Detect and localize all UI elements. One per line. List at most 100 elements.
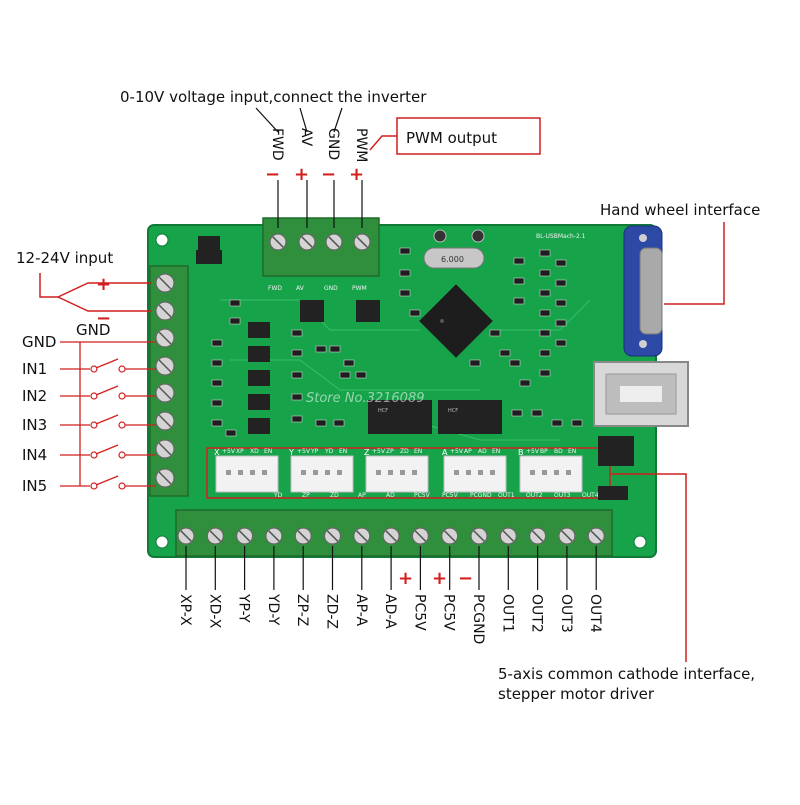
power-plus-sign: + [96, 274, 111, 295]
axis-header[interactable] [365, 455, 429, 493]
board-silk-label: OUT3 [554, 492, 571, 499]
input-label-in1: IN1 [22, 360, 47, 378]
axis-header-letter: X [214, 448, 220, 457]
header-pin-silk: YD [324, 448, 334, 455]
header-pin-silk: XD [250, 448, 259, 455]
axis-header[interactable] [290, 455, 354, 493]
bottom-pin-label: XP-X [177, 594, 193, 626]
voltage-input-callout: 0-10V voltage input,connect the inverter [120, 88, 427, 106]
crystal-label: 6.000 [441, 255, 464, 264]
mount-hole [633, 535, 647, 549]
top-pin-sign: + [294, 164, 309, 185]
hand-wheel-leader [664, 222, 725, 305]
header-pin-silk: AD [478, 448, 487, 455]
pcb-trace [500, 299, 591, 331]
board-silk-label: YD [273, 492, 283, 499]
input-switch [95, 385, 119, 396]
axis-header-letter: Y [288, 448, 294, 457]
pwm-leader [369, 135, 397, 151]
axis-interface-frame [206, 447, 611, 499]
svg-text:HCF: HCF [378, 408, 388, 414]
header-pin-silk: ZP [386, 448, 394, 455]
axis-callout-line2: stepper motor driver [498, 685, 655, 703]
power-plus-leader [57, 282, 152, 298]
bottom-pin-label: AD-A [382, 594, 398, 629]
mount-hole [155, 535, 169, 549]
bottom-pin-label: OUT2 [529, 594, 545, 633]
usb-port [593, 361, 689, 427]
header-pin-silk: XP [236, 448, 244, 455]
power-leader [39, 273, 58, 298]
pc5v-sign: + [432, 568, 447, 589]
pcgnd-sign: − [458, 568, 473, 589]
input-label-gnd: GND [22, 333, 56, 351]
bottom-pin-label: OUT1 [499, 594, 515, 633]
top-pin-label: PWM [353, 128, 369, 162]
board-silk-label: AP [358, 492, 366, 499]
axis-header-letter: B [518, 448, 524, 457]
vga-connector [623, 225, 663, 357]
bottom-pin-label: XD-X [206, 594, 222, 629]
header-pin-silk: BP [540, 448, 548, 455]
header-pin-silk: EN [568, 448, 576, 455]
board-silk-label: PCGND [470, 492, 492, 499]
svg-text:HCF: HCF [448, 408, 458, 414]
input-label-in4: IN4 [22, 446, 47, 464]
power-minus-sign: − [96, 308, 111, 329]
board-silk-label: PC5V [442, 492, 459, 499]
bottom-pin-label: OUT4 [587, 594, 603, 633]
top-pin-label: GND [325, 128, 341, 160]
top-pin-sign: + [349, 164, 364, 185]
board-silk-label: PWM [352, 285, 367, 292]
leader-line [299, 107, 308, 133]
bottom-pin-label: YP-Y [236, 593, 252, 623]
power-gnd-callout: GND [76, 321, 110, 339]
header-pin-silk: +5V [372, 448, 386, 455]
axis-interface-leader [610, 473, 687, 662]
board-silk-label: PC5V [414, 492, 431, 499]
bottom-pin-label: YD-Y [265, 593, 281, 626]
axis-header[interactable] [519, 455, 583, 493]
header-pin-silk: ZD [400, 448, 409, 455]
input-switch [95, 444, 119, 455]
smd-components [211, 229, 583, 437]
header-pin-silk: AP [464, 448, 472, 455]
header-pin-silk: EN [414, 448, 422, 455]
axis-header-letter: A [442, 448, 448, 457]
top-pin-sign: − [265, 164, 280, 185]
input-label-in5: IN5 [22, 477, 47, 495]
hand-wheel-callout: Hand wheel interface [600, 201, 760, 219]
header-pin-silk: +5V [222, 448, 236, 455]
header-pin-silk: +5V [297, 448, 311, 455]
mcu-chip [419, 284, 493, 358]
power-minus-leader [57, 296, 152, 312]
crystal-oscillator: 6.000 [423, 247, 485, 269]
input-label-in3: IN3 [22, 416, 47, 434]
leader-line [333, 107, 343, 133]
bottom-terminal-block [175, 509, 613, 557]
board-silk-label: ZD [330, 492, 339, 499]
axis-callout-line1: 5-axis common cathode interface, [498, 665, 755, 683]
driver-ics: HCF HCF [368, 400, 502, 434]
bottom-pin-label: PCGND [470, 594, 486, 644]
input-switch [95, 414, 119, 425]
axis-header[interactable] [215, 455, 279, 493]
smd-diode [598, 486, 628, 500]
board-silk-label: OUT4 [582, 492, 599, 499]
header-pin-silk: EN [492, 448, 500, 455]
input-label-in2: IN2 [22, 387, 47, 405]
board-silk-label: FWD [268, 285, 282, 292]
bottom-pin-label: PC5V [411, 594, 427, 631]
pc5v-sign: + [398, 568, 413, 589]
board-silk-label: AV [296, 285, 305, 292]
header-pin-silk: +5V [526, 448, 540, 455]
header-pin-silk: YP [310, 448, 319, 455]
top-pin-sign: − [321, 164, 336, 185]
axis-header[interactable] [443, 455, 507, 493]
bottom-pin-label: ZP-Z [294, 594, 310, 626]
board-silk-label: OUT2 [526, 492, 543, 499]
